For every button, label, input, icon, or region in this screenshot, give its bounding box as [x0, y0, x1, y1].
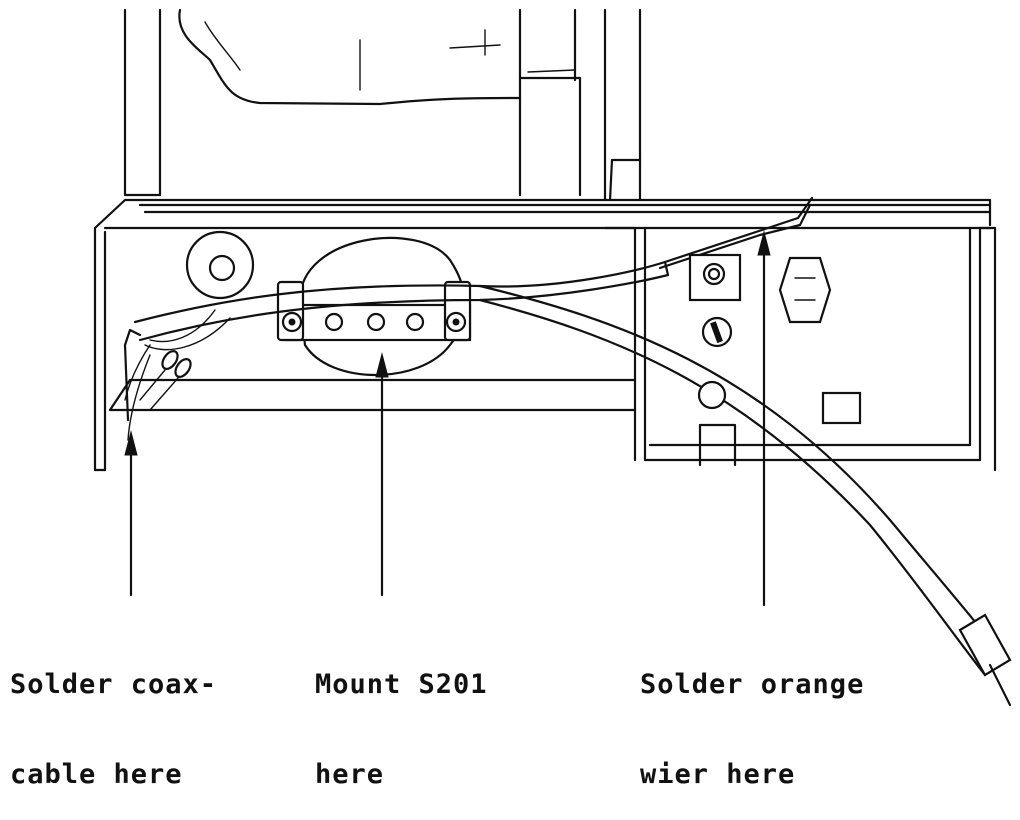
mount-callout-line1: Mount S201	[315, 669, 488, 700]
coax-wires	[123, 309, 231, 441]
mount-callout-line2: here	[315, 759, 385, 790]
mount-callout: Mount S201 here	[315, 610, 488, 820]
mounting-bracket	[93, 198, 997, 472]
right-panel-components	[688, 253, 862, 467]
upper-chassis	[123, 8, 642, 202]
mount-leader-arrow	[375, 352, 389, 597]
coax-leader-arrow	[124, 430, 138, 597]
orange-wire-callout-line2: wier here	[640, 759, 796, 790]
orange-wire-callout: Solder orange wier here	[640, 610, 864, 820]
s201-mount-plate	[276, 236, 472, 377]
orange-wire-callout-line1: Solder orange	[640, 669, 865, 700]
coax-callout-line1: Solder coax-	[10, 669, 218, 700]
chassis-diagram	[93, 8, 1012, 707]
orange-wire-leader-arrow	[757, 230, 771, 607]
left-round-component	[185, 230, 255, 300]
coax-callout: Solder coax- cable here	[10, 610, 217, 820]
coax-callout-line2: cable here	[10, 759, 183, 790]
cable-bundle	[123, 196, 1012, 707]
